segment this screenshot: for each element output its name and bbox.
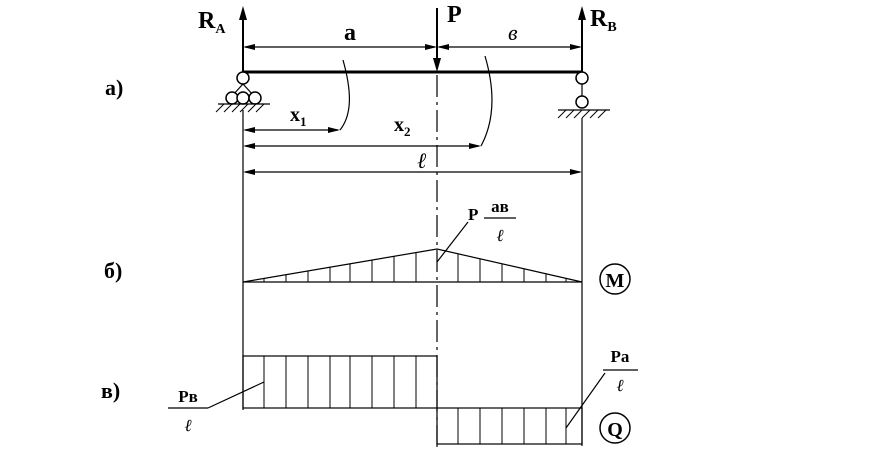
support-b (557, 71, 610, 119)
moment-symbol-circle (599, 263, 631, 295)
load-p-label: P (447, 2, 462, 28)
support-a (215, 71, 270, 113)
shear-positive-hatching (263, 356, 417, 408)
dimension-x2 (243, 55, 493, 149)
moment-hatching (263, 252, 567, 282)
reaction-b-arrow (578, 6, 586, 72)
moment-diagram: P aв ℓ M б) (104, 197, 631, 295)
dimension-a-label: a (344, 20, 356, 46)
shear-right-denominator: ℓ (616, 376, 623, 395)
dimension-a (243, 44, 437, 50)
shear-right-leader (565, 372, 606, 429)
moment-symbol-label: M (606, 270, 625, 292)
shear-diagram: Pв ℓ Pa ℓ Q в) (101, 347, 638, 445)
shear-symbol-label: Q (607, 419, 623, 441)
shear-right-numerator: Pa (611, 347, 630, 366)
shear-negative-block (436, 407, 583, 445)
dimension-x1-label: x1 (290, 104, 307, 129)
dimension-length (243, 169, 582, 175)
moment-max-denominator: ℓ (496, 226, 503, 245)
shear-left-denominator: ℓ (184, 416, 191, 435)
part-b-label: б) (104, 258, 122, 283)
beam-scheme: RA RB P a в x1 x2 ℓ а) (105, 2, 617, 446)
moment-max-leader (436, 221, 469, 263)
shear-symbol-circle (599, 412, 631, 444)
part-v-label: в) (101, 378, 120, 403)
moment-outline (242, 248, 583, 283)
moment-max-numerator: aв (491, 197, 509, 216)
reaction-a-arrow (239, 6, 247, 72)
shear-left-numerator: Pв (178, 387, 198, 406)
dimension-length-label: ℓ (417, 148, 427, 173)
dimension-b-label: в (508, 20, 518, 45)
dimension-b (437, 44, 582, 50)
reaction-a-label: RA (198, 8, 226, 37)
shear-positive-block (242, 355, 438, 409)
load-p-arrow (433, 8, 441, 72)
dimension-x2-label: x2 (394, 114, 411, 139)
part-a-label: а) (105, 75, 123, 100)
moment-max-prefix: P (468, 205, 478, 224)
dimension-x1 (243, 59, 351, 133)
shear-negative-hatching (457, 408, 567, 444)
reaction-b-label: RB (590, 6, 617, 35)
shear-left-leader (207, 381, 265, 409)
